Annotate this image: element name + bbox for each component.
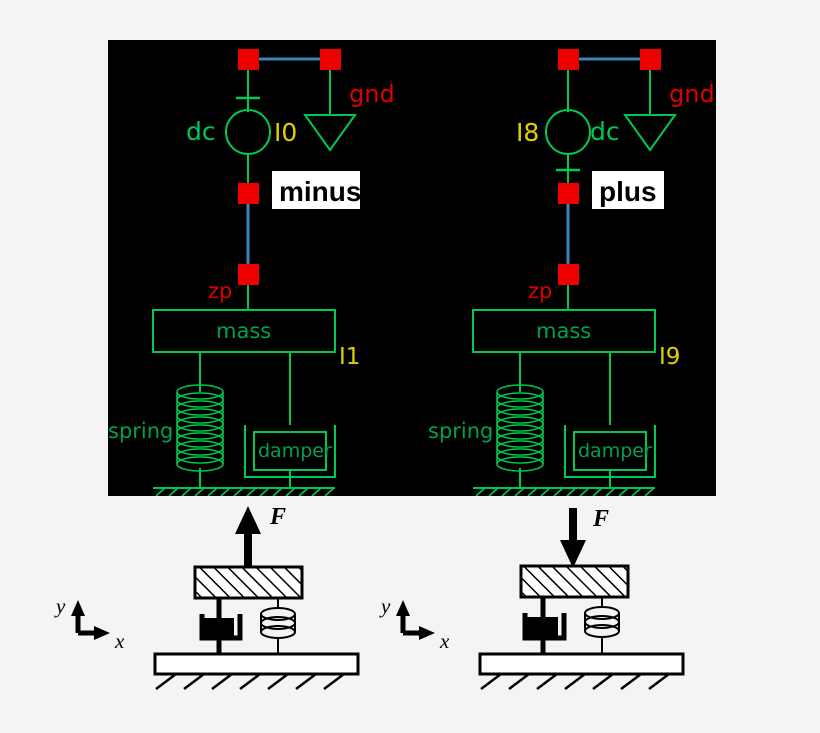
left-spring-label: spring bbox=[108, 419, 173, 443]
fbd-left-base-plate bbox=[153, 652, 360, 676]
right-callout-label: plus bbox=[599, 176, 657, 207]
panel-background bbox=[108, 40, 716, 496]
left-mass-box[interactable] bbox=[152, 309, 336, 353]
fbd-right-force-arrow bbox=[560, 508, 586, 568]
fbd-background bbox=[0, 496, 820, 733]
right-node-zp[interactable] bbox=[558, 264, 579, 285]
left-mass-label: mass bbox=[216, 319, 271, 343]
fbd-canvas: F bbox=[0, 496, 820, 733]
left-ground-hatch bbox=[153, 487, 335, 496]
right-ground-hatch bbox=[473, 487, 655, 496]
right-mass-label: mass bbox=[536, 319, 591, 343]
left-source-instance-label: I0 bbox=[274, 118, 297, 147]
right-mech-instance-label: I9 bbox=[659, 344, 680, 370]
fbd-left-damper-cylinder bbox=[199, 614, 243, 641]
right-callout-box bbox=[592, 171, 664, 209]
fbd-right-axes bbox=[396, 600, 435, 640]
fbd-right-damper-cylinder bbox=[522, 613, 567, 641]
left-callout-label: minus bbox=[279, 176, 361, 207]
fbd-left-ground-hatch bbox=[155, 673, 345, 690]
left-source-type-label: dc bbox=[186, 117, 216, 146]
fbd-right-ground-hatch bbox=[480, 673, 670, 690]
schematic-canvas: dc I0 gnd minus zp bbox=[108, 40, 716, 496]
fbd-right-base-plate bbox=[478, 652, 685, 676]
schematic-panel: dc I0 gnd minus zp bbox=[108, 40, 716, 496]
fbd-left-group: F bbox=[54, 504, 360, 690]
fbd-left-axis-y-label: y bbox=[54, 594, 66, 618]
left-node-source-top[interactable] bbox=[238, 49, 259, 70]
gnd-triangle-icon bbox=[303, 114, 357, 152]
left-mech-instance-label: I1 bbox=[339, 344, 360, 370]
gnd-triangle-icon bbox=[623, 114, 677, 152]
right-damper-label: damper bbox=[578, 440, 652, 462]
free-body-diagram-area: F bbox=[0, 496, 820, 733]
fbd-right-axis-y-label: y bbox=[379, 594, 391, 618]
left-zp-label: zp bbox=[208, 279, 232, 303]
right-zp-label: zp bbox=[528, 279, 552, 303]
fbd-right-force-label: F bbox=[592, 506, 609, 532]
right-circuit-group: I8 dc gnd plus zp mass bbox=[428, 49, 715, 496]
left-damper-label: damper bbox=[258, 440, 332, 462]
left-node-gnd[interactable] bbox=[320, 49, 341, 70]
left-gnd-label: gnd bbox=[349, 80, 395, 108]
right-spring-symbol[interactable] bbox=[496, 384, 544, 472]
fbd-right-group: F bbox=[379, 506, 685, 690]
left-node-minus[interactable] bbox=[238, 183, 259, 204]
right-mass-box[interactable] bbox=[472, 309, 656, 353]
fbd-left-spring bbox=[260, 598, 296, 656]
fbd-left-axis-x-label: x bbox=[114, 629, 125, 653]
right-node-plus[interactable] bbox=[558, 183, 579, 204]
fbd-left-axes bbox=[71, 600, 110, 640]
fbd-right-axis-x-label: x bbox=[439, 629, 450, 653]
left-spring-symbol[interactable] bbox=[176, 384, 224, 472]
fbd-right-spring bbox=[584, 597, 620, 656]
fbd-right-mass-block bbox=[519, 564, 630, 599]
left-callout-box bbox=[272, 171, 360, 209]
right-spring-label: spring bbox=[428, 419, 493, 443]
left-node-zp[interactable] bbox=[238, 264, 259, 285]
right-source-instance-label: I8 bbox=[516, 118, 539, 147]
left-circuit-group: dc I0 gnd minus zp bbox=[108, 49, 395, 496]
right-node-source-top[interactable] bbox=[558, 49, 579, 70]
fbd-right-damper-piston bbox=[527, 617, 558, 636]
right-source-type-label: dc bbox=[590, 117, 620, 146]
fbd-left-damper-piston bbox=[203, 618, 234, 637]
right-gnd-label: gnd bbox=[669, 80, 715, 108]
fbd-left-force-label: F bbox=[269, 504, 286, 530]
right-node-gnd[interactable] bbox=[640, 49, 661, 70]
fbd-left-mass-block bbox=[193, 565, 304, 600]
